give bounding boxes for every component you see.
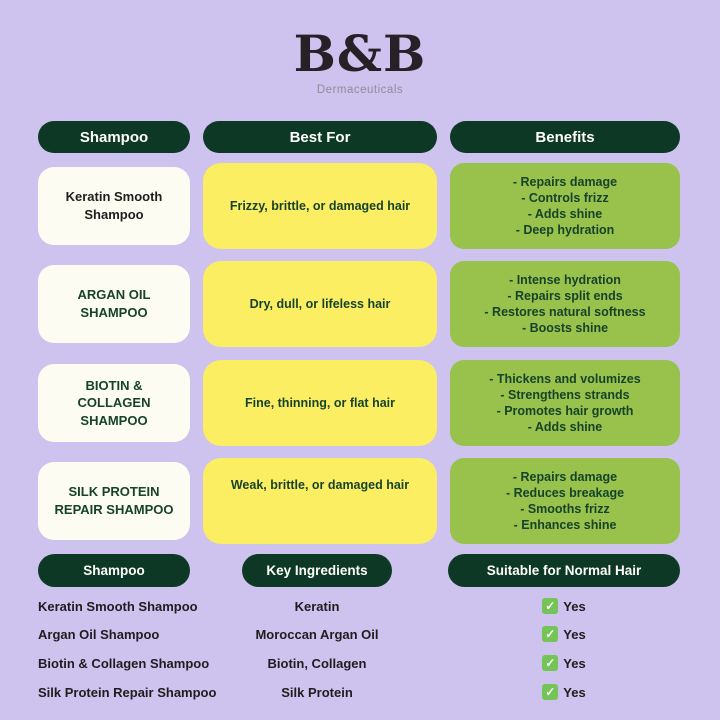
suitable-label: Yes bbox=[563, 684, 586, 700]
benefit-line: - Repairs split ends bbox=[507, 289, 623, 303]
ingredient-row-key-ingredient: Silk Protein bbox=[281, 684, 353, 700]
ingredient-row-shampoo: Argan Oil Shampoo bbox=[38, 626, 160, 642]
benefits-silk-protein: - Repairs damage - Reduces breakage - Sm… bbox=[450, 458, 680, 544]
suitable-label: Yes bbox=[563, 626, 586, 642]
best-for-argan-oil: Dry, dull, or lifeless hair bbox=[203, 261, 437, 347]
best-for-silk-protein: Weak, brittle, or damaged hair bbox=[203, 458, 437, 544]
benefits-keratin-smooth: - Repairs damage - Controls frizz - Adds… bbox=[450, 163, 680, 249]
ingredient-row-key-ingredient: Moroccan Argan Oil bbox=[255, 626, 379, 642]
ingredient-row-suitable: ✓ Yes bbox=[448, 596, 680, 616]
benefit-line: - Restores natural softness bbox=[484, 305, 646, 319]
ingredient-row-shampoo: Biotin & Collagen Shampoo bbox=[38, 655, 210, 671]
best-for-biotin-collagen: Fine, thinning, or flat hair bbox=[203, 360, 437, 446]
benefit-line: - Repairs damage bbox=[512, 470, 618, 484]
benefit-line: - Intense hydration bbox=[509, 273, 621, 287]
header-shampoo: Shampoo bbox=[38, 121, 190, 153]
brand-tagline: Dermaceuticals bbox=[316, 84, 404, 96]
check-icon: ✓ bbox=[542, 655, 559, 671]
benefit-line: - Adds shine bbox=[527, 207, 603, 221]
header-suitable-normal-hair: Suitable for Normal Hair bbox=[448, 554, 680, 587]
benefits-biotin-collagen: - Thickens and volumizes - Strengthens s… bbox=[450, 360, 680, 446]
suitable-label: Yes bbox=[563, 598, 586, 614]
ingredient-row-key-ingredient: Biotin, Collagen bbox=[267, 655, 367, 671]
ingredient-row-suitable: ✓ Yes bbox=[448, 653, 680, 673]
suitable-label: Yes bbox=[563, 655, 586, 671]
shampoo-name-silk-protein: SILK PROTEIN REPAIR SHAMPOO bbox=[38, 462, 190, 540]
check-icon: ✓ bbox=[542, 626, 559, 642]
header-best-for: Best For bbox=[203, 121, 437, 153]
benefit-line: - Enhances shine bbox=[513, 518, 617, 532]
check-icon: ✓ bbox=[542, 598, 559, 614]
ingredient-row-shampoo: Keratin Smooth Shampoo bbox=[38, 598, 198, 614]
ingredient-row-key-ingredient: Keratin bbox=[294, 598, 340, 614]
benefit-line: - Strengthens strands bbox=[500, 388, 630, 402]
benefit-line: - Deep hydration bbox=[515, 223, 615, 237]
shampoo-name-argan-oil: ARGAN OIL SHAMPOO bbox=[38, 265, 190, 343]
header-key-ingredients: Key Ingredients bbox=[242, 554, 392, 587]
benefit-line: - Boosts shine bbox=[521, 321, 609, 335]
best-for-keratin-smooth: Frizzy, brittle, or damaged hair bbox=[203, 163, 437, 249]
benefit-line: - Repairs damage bbox=[512, 175, 618, 189]
ingredient-row-suitable: ✓ Yes bbox=[448, 624, 680, 644]
shampoo-name-biotin-collagen: BIOTIN & COLLAGEN SHAMPOO bbox=[38, 364, 190, 442]
brand-logo: B&B bbox=[293, 24, 427, 83]
benefit-line: - Thickens and volumizes bbox=[489, 372, 641, 386]
benefit-line: - Promotes hair growth bbox=[496, 404, 634, 418]
benefit-line: - Smooths frizz bbox=[520, 502, 610, 516]
header-shampoo-bottom: Shampoo bbox=[38, 554, 190, 587]
benefits-argan-oil: - Intense hydration - Repairs split ends… bbox=[450, 261, 680, 347]
shampoo-name-keratin-smooth: Keratin Smooth Shampoo bbox=[38, 167, 190, 245]
benefit-line: - Controls frizz bbox=[521, 191, 609, 205]
ingredient-row-suitable: ✓ Yes bbox=[448, 682, 680, 702]
benefit-line: - Reduces breakage bbox=[505, 486, 625, 500]
benefit-line: - Adds shine bbox=[527, 420, 603, 434]
header-benefits: Benefits bbox=[450, 121, 680, 153]
ingredient-row-shampoo: Silk Protein Repair Shampoo bbox=[38, 684, 217, 700]
check-icon: ✓ bbox=[542, 684, 559, 700]
